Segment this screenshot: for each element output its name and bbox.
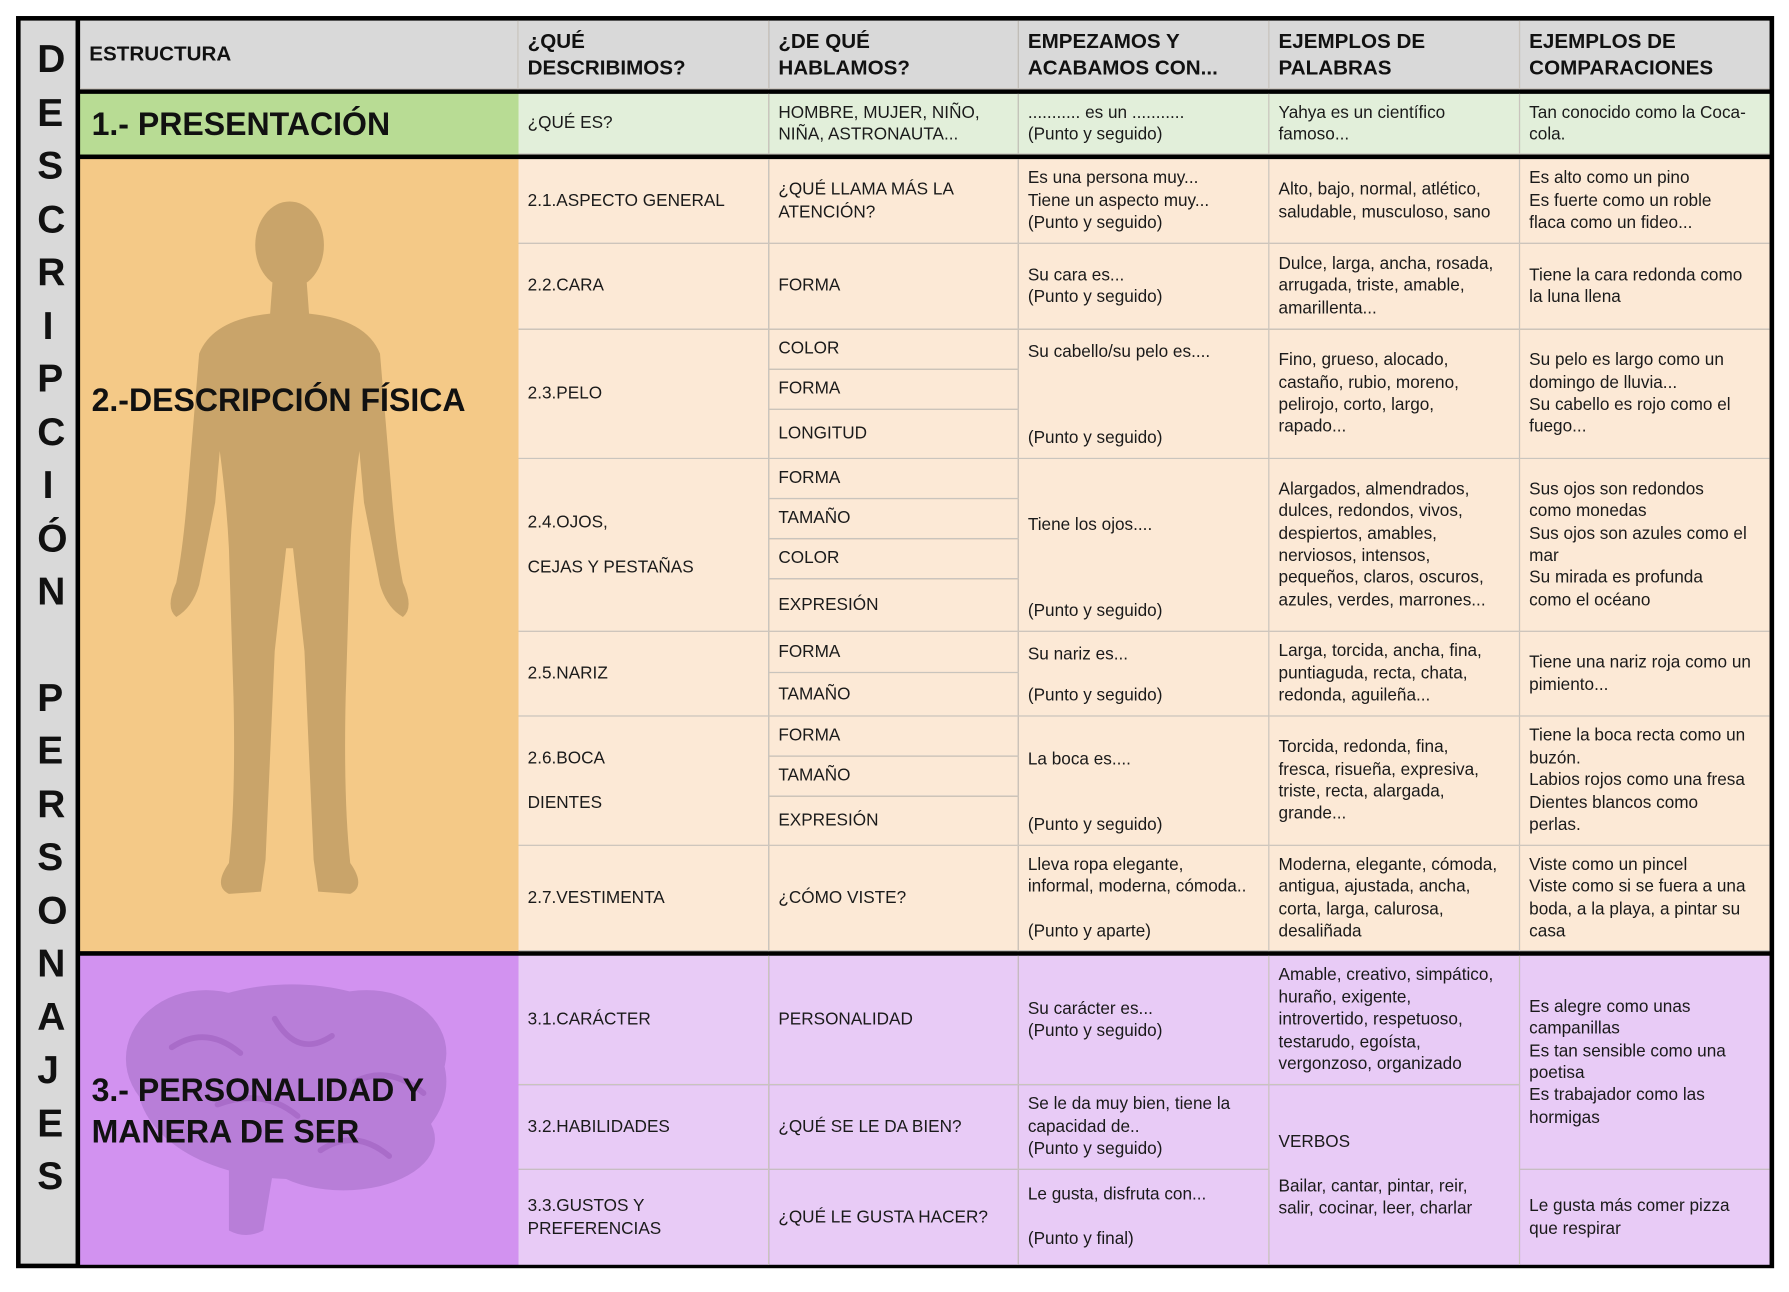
cell: Le gusta, disfruta con... (Punto y final… — [1018, 1169, 1270, 1265]
cell: 3.1.CARÁCTER — [518, 955, 770, 1086]
cell: Torcida, redonda, fina, fresca, risueña,… — [1269, 716, 1521, 846]
cell-end: (Punto y seguido) — [1027, 427, 1163, 448]
cell: Sus ojos son redondos como monedas Sus o… — [1520, 458, 1770, 632]
cell: Se le da muy bien, tiene la capacidad de… — [1018, 1085, 1270, 1170]
sub-cell: TAMAÑO — [769, 499, 1019, 540]
cell: ¿QUÉ ES? — [518, 93, 770, 155]
header-estructura: ESTRUCTURA — [80, 20, 519, 90]
sub-cell: EXPRESIÓN — [769, 579, 1019, 632]
section-personalidad-bg — [80, 955, 519, 1265]
section-title-fisica: 2.-DESCRIPCIÓN FÍSICA — [91, 382, 466, 418]
sub-cell: COLOR — [769, 539, 1019, 580]
header-empezamos: EMPEZAMOS Y ACABAMOS CON... — [1018, 20, 1270, 90]
cell: Viste como un pincel Viste como si se fu… — [1520, 845, 1770, 952]
cell: 3.2.HABILIDADES — [518, 1085, 770, 1170]
cell: Larga, torcida, ancha, fina, puntiaguda,… — [1269, 631, 1521, 717]
cell-start: Su cabello/su pelo es.... — [1027, 342, 1211, 362]
cell: Amable, creativo, simpático, huraño, exi… — [1269, 955, 1521, 1086]
cell: 2.7.VESTIMENTA — [518, 845, 770, 952]
cell-start: La boca es.... — [1027, 749, 1131, 770]
cell: Lleva ropa elegante, informal, moderna, … — [1018, 845, 1270, 952]
sub-cell: TAMAÑO — [769, 673, 1019, 717]
sub-cell: COLOR — [769, 329, 1019, 370]
cell: Es alto como un pino Es fuerte como un r… — [1520, 159, 1770, 244]
cell: Su nariz es... (Punto y seguido) — [1018, 631, 1270, 717]
sub-cell: FORMA — [769, 631, 1019, 674]
cell: HOMBRE, MUJER, NIÑO, NIÑA, ASTRONAUTA... — [769, 93, 1019, 155]
cell: ........... es un ........... (Punto y s… — [1018, 93, 1270, 155]
cell: 2.6.BOCA DIENTES — [518, 716, 770, 846]
cell: ¿CÓMO VISTE? — [769, 845, 1019, 952]
cell-end: (Punto y seguido) — [1027, 685, 1163, 705]
cell: Le gusta más comer pizza que respirar — [1520, 1169, 1770, 1265]
sub-cell: TAMAÑO — [769, 756, 1019, 797]
cell: ¿QUÉ LE GUSTA HACER? — [769, 1169, 1019, 1265]
header-ejemplos-comparaciones: EJEMPLOS DE COMPARACIONES — [1520, 20, 1770, 90]
section-title-personalidad: 3.- PERSONALIDAD Y MANERA DE SER — [91, 1072, 424, 1150]
human-silhouette-icon — [170, 201, 409, 894]
cell: Tiene los ojos.... (Punto y seguido) — [1018, 458, 1270, 632]
header-que-describimos: ¿QUÉ DESCRIBIMOS? — [518, 20, 770, 90]
cell: Su carácter es... (Punto y seguido) — [1018, 955, 1270, 1086]
cell: Su cabello/su pelo es.... (Punto y seguid… — [1018, 329, 1270, 459]
cell: ¿QUÉ SE LE DA BIEN? — [769, 1085, 1019, 1170]
cell-end: (Punto y seguido) — [1027, 600, 1163, 620]
cell: Tiene la cara redonda como la luna llena — [1520, 243, 1770, 330]
cell: Alto, bajo, normal, atlético, saludable,… — [1269, 159, 1521, 244]
sub-cell: EXPRESIÓN — [769, 796, 1019, 846]
cell: 3.3.GUSTOS Y PREFERENCIAS — [518, 1169, 770, 1265]
header-ejemplos-palabras: EJEMPLOS DE PALABRAS — [1269, 20, 1521, 90]
sub-cell: FORMA — [769, 716, 1019, 757]
cell: Alargados, almendrados, dulces, redondos… — [1269, 458, 1521, 632]
sub-cell: LONGITUD — [769, 409, 1019, 459]
cell: Tan conocido como la Coca- cola. — [1520, 93, 1770, 155]
cell: PERSONALIDAD — [769, 955, 1019, 1086]
cell: ¿QUÉ LLAMA MÁS LA ATENCIÓN? — [769, 159, 1019, 244]
cell: Es una persona muy... Tiene un aspecto m… — [1018, 159, 1270, 244]
cell: Tiene la boca recta como un buzón. Labio… — [1520, 716, 1770, 846]
brain-icon — [125, 984, 447, 1236]
cell: 2.5.NARIZ — [518, 631, 770, 717]
cell: Fino, grueso, alocado, castaño, rubio, m… — [1269, 329, 1521, 459]
cell: FORMA — [769, 243, 1019, 330]
cell: Su cara es... (Punto y seguido) — [1018, 243, 1270, 330]
cell: La boca es.... (Punto y seguido) — [1018, 716, 1270, 846]
section-title-presentacion: 1.- PRESENTACIÓN — [80, 93, 519, 155]
cell: 2.4.OJOS, CEJAS Y PESTAÑAS — [518, 458, 770, 632]
side-title: DESCRIPCIÓN PERSONAJES — [20, 20, 76, 1264]
side-title-word-2: PERSONAJES — [37, 675, 68, 1199]
cell-start: Tiene los ojos.... — [1027, 515, 1153, 535]
cell: 2.1.ASPECTO GENERAL — [518, 159, 770, 244]
cell: Su pelo es largo como un domingo de lluv… — [1520, 329, 1770, 459]
side-title-word-1: DESCRIPCIÓN — [37, 37, 68, 614]
cell: Yahya es un científico famoso... — [1269, 93, 1521, 155]
cell-start: Su nariz es... — [1027, 644, 1129, 664]
section-fisica-bg — [80, 159, 519, 952]
cell: Tiene una nariz roja como un pimiento... — [1520, 631, 1770, 717]
sub-cell: FORMA — [769, 369, 1019, 410]
cell-end: (Punto y seguido) — [1027, 814, 1163, 834]
cell: Es alegre como unas campanillas Es tan s… — [1520, 955, 1770, 1170]
cell: Dulce, larga, ancha, rosada, arrugada, t… — [1269, 243, 1521, 330]
cell: VERBOS Bailar, cantar, pintar, reir, sal… — [1269, 1085, 1521, 1265]
cell: 2.2.CARA — [518, 243, 770, 330]
cell: Moderna, elegante, cómoda, antigua, ajus… — [1269, 845, 1521, 952]
header-de-que-hablamos: ¿DE QUÉ HABLAMOS? — [769, 20, 1019, 90]
cell: 2.3.PELO — [518, 329, 770, 459]
sub-cell: FORMA — [769, 458, 1019, 500]
